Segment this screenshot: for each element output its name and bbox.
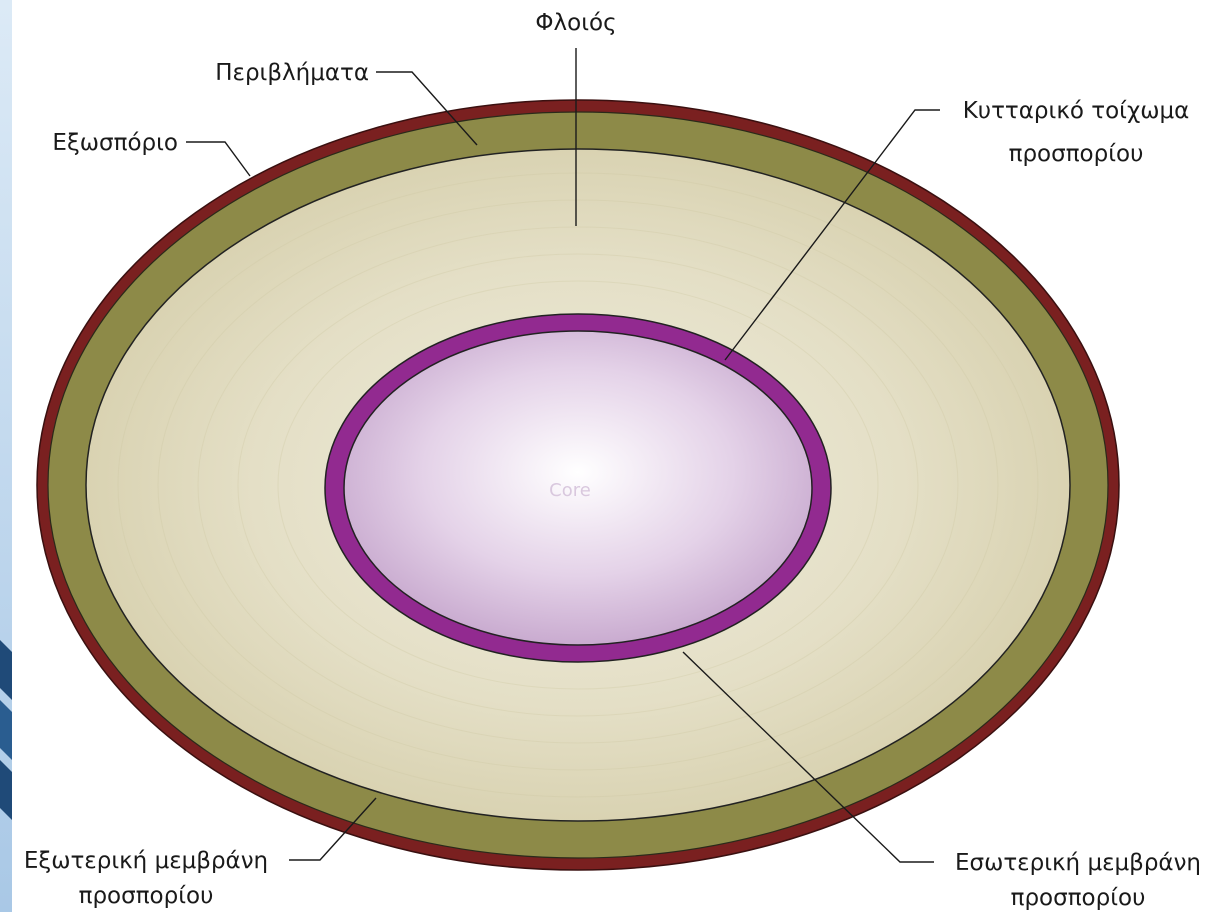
exosporium-label: Εξωσπόριο (52, 130, 178, 156)
outer-membrane-label-line2: προσπορίου (79, 883, 214, 909)
cell-wall-label-line2: προσπορίου (1009, 141, 1144, 167)
inner-membrane-label-line2: προσπορίου (1011, 885, 1146, 911)
outer-membrane-label-line1: Εξωτερική μεμβράνη (24, 848, 268, 874)
side-decoration (0, 0, 12, 912)
cell-wall-label-line1: Κυτταρικό τοίχωμα (963, 98, 1190, 124)
core-label: Core (549, 480, 591, 501)
inner-membrane-label-line1: Εσωτερική μεμβράνη (955, 850, 1201, 876)
cortex-label: Φλοιός (535, 10, 616, 36)
exosporium-leader (186, 142, 250, 176)
coats-label: Περιβλήματα (215, 60, 369, 86)
